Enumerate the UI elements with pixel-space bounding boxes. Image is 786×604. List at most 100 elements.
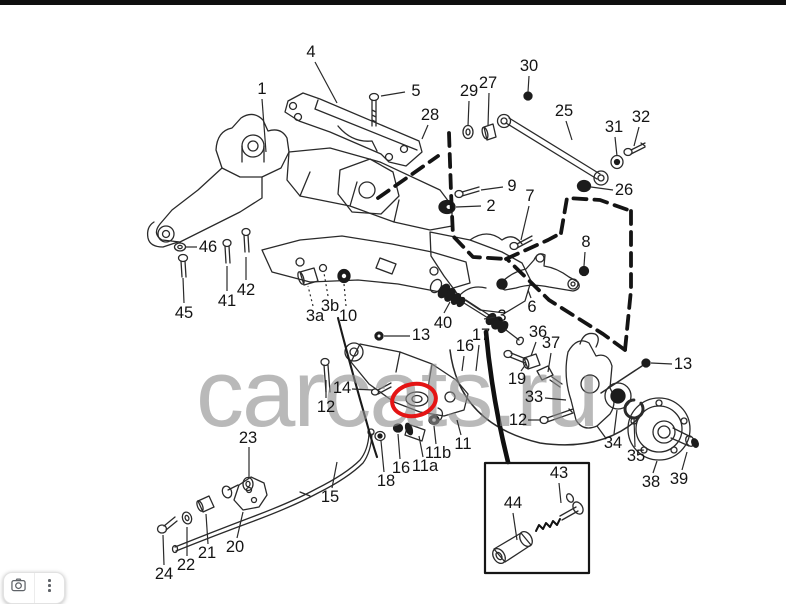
image-actions-overlay[interactable] [3, 572, 65, 604]
part-label-18-38: 18 [376, 471, 396, 490]
watermark-text: carcats.ru [196, 340, 599, 447]
part-label-15-37: 15 [320, 487, 340, 506]
part-label-3a-19: 3a [305, 306, 325, 325]
part-label-26-10: 26 [614, 180, 634, 199]
vertical-dots-icon [47, 578, 51, 592]
part-label-31-8: 31 [604, 117, 624, 136]
leader-28-3 [421, 124, 429, 140]
part-label-4-1: 4 [306, 42, 316, 61]
part-label-36-25: 36 [528, 322, 548, 341]
top-border-bar [0, 0, 786, 5]
leader-29-4 [467, 100, 470, 127]
camera-lens-button[interactable] [4, 573, 34, 597]
leader-10-21 [343, 283, 347, 307]
divider [33, 573, 35, 603]
leader-8-14 [583, 251, 586, 267]
part-label-11-42: 11 [454, 434, 472, 453]
part-label-39-46: 39 [669, 469, 689, 488]
part-label-27-5: 27 [478, 73, 498, 92]
part-label-30-6: 30 [519, 56, 539, 75]
part-label-6-24: 6 [527, 297, 537, 316]
leader-24-52 [162, 534, 165, 566]
inset-box [483, 461, 591, 575]
leader-3a-19 [307, 285, 314, 307]
bolt-5 [368, 92, 380, 127]
part-label-7-13: 7 [525, 186, 535, 205]
part-label-8-14: 8 [581, 232, 591, 251]
leader-44-48 [512, 512, 518, 541]
leader-7-13 [520, 205, 530, 241]
part-label-34-43: 34 [603, 433, 623, 452]
part-label-5-2: 5 [411, 81, 421, 100]
leader-3b-20 [323, 272, 329, 297]
part-label-20-49: 20 [225, 537, 245, 556]
part-label-11a-40: 11a [411, 456, 439, 475]
part-label-21-50: 21 [197, 543, 217, 562]
leader-31-8 [614, 136, 618, 157]
leader-1-0 [261, 98, 267, 153]
part-label-42-18: 42 [236, 280, 256, 299]
part-label-35-44: 35 [626, 446, 646, 465]
part-label-3b-20: 3b [320, 296, 340, 315]
part-label-13-29: 13 [411, 325, 431, 344]
leader-2-12 [455, 205, 482, 208]
leader-20-49 [236, 511, 244, 539]
part-label-25-7: 25 [554, 101, 574, 120]
subframe [146, 113, 532, 314]
camera-icon [11, 578, 26, 597]
stabilizer-bar [156, 428, 375, 554]
leader-9-11 [480, 186, 504, 191]
subframe-bushings [297, 263, 351, 286]
part-label-14-33: 14 [332, 378, 352, 397]
leader-45-16 [182, 277, 185, 304]
part-label-45-16: 45 [174, 303, 194, 322]
part-label-46-15: 46 [198, 237, 218, 256]
leader-39-46 [681, 451, 688, 471]
leader-40-22 [443, 301, 451, 314]
part-label-12-34: 12 [316, 397, 336, 416]
part-label-43-47: 43 [549, 463, 569, 482]
part-label-16-39: 16 [391, 458, 411, 477]
part-label-22-51: 22 [176, 555, 196, 574]
part-label-44-48: 44 [503, 493, 523, 512]
part-label-2-12: 2 [486, 196, 496, 215]
part-label-3-23: 3 [497, 306, 507, 325]
more-options-button[interactable] [35, 573, 65, 592]
leader-3-23 [483, 316, 496, 320]
leader-27-5 [487, 92, 490, 127]
leader-43-47 [558, 482, 562, 504]
part-label-12-32: 12 [508, 410, 528, 429]
leader-15-37 [331, 461, 338, 489]
leader-4-1 [314, 61, 338, 104]
part-label-32-9: 32 [631, 107, 651, 126]
part-label-24-52: 24 [154, 564, 174, 583]
part-label-23-36: 23 [238, 428, 258, 447]
part-label-37-26: 37 [541, 333, 561, 352]
part-label-1-0: 1 [257, 79, 267, 98]
part-label-41-17: 41 [217, 291, 237, 310]
part-label-13-35: 13 [673, 354, 693, 373]
part-label-10-21: 10 [338, 306, 358, 325]
part-label-19-30: 19 [507, 369, 527, 388]
leader-21-50 [205, 513, 209, 545]
part-label-16-28: 16 [455, 336, 475, 355]
part-label-40-22: 40 [433, 313, 453, 332]
part-label-11b-41: 11b [424, 443, 452, 462]
part-label-38-45: 38 [641, 472, 661, 491]
leader-32-9 [633, 126, 640, 147]
leader-5-2 [380, 91, 406, 97]
part-label-9-11: 9 [507, 176, 517, 195]
part-label-33-31: 33 [524, 387, 544, 406]
leader-38-45 [652, 460, 658, 474]
leader-26-10 [590, 186, 614, 191]
upper-arm [496, 253, 580, 292]
part-label-29-4: 29 [459, 81, 479, 100]
part-label-28-3: 28 [420, 105, 440, 124]
leader-25-7 [565, 120, 573, 141]
cover-plate [284, 92, 423, 167]
mount-parts [438, 186, 590, 277]
